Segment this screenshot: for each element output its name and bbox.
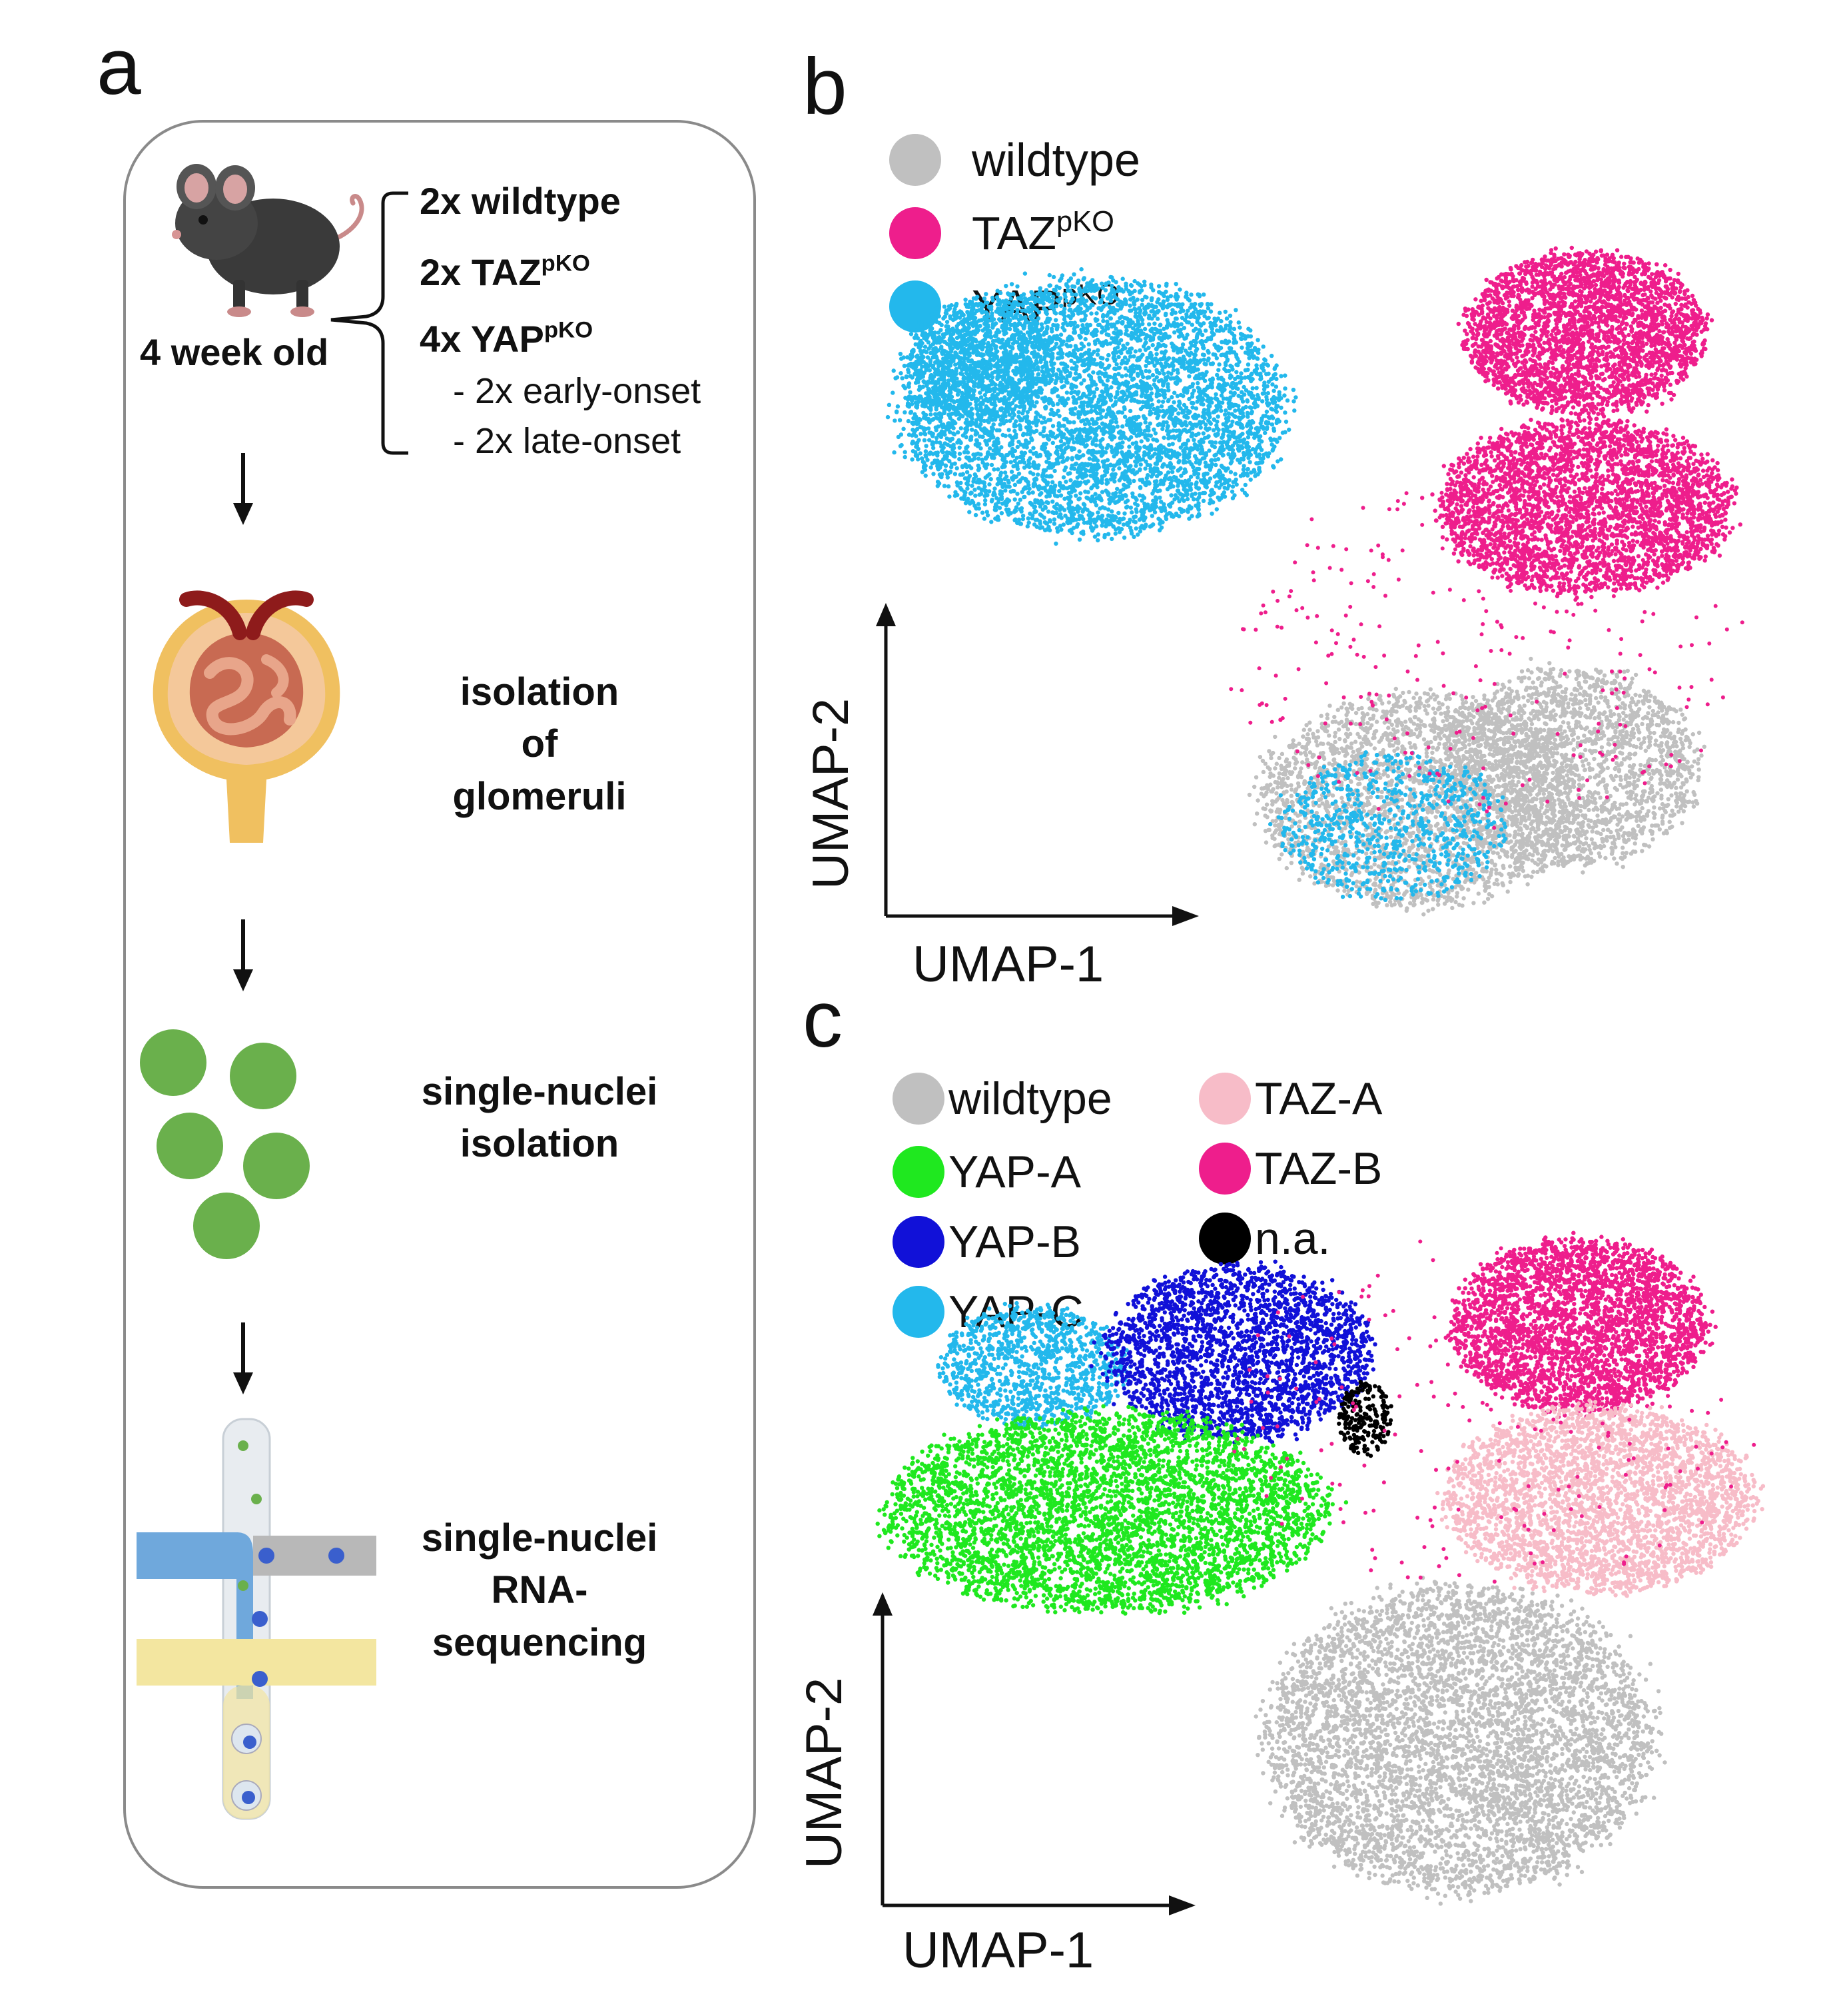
legend-c-swatch — [893, 1073, 944, 1125]
scatter-cluster — [1456, 245, 1714, 417]
y-axis-label-c: UMAP-2 — [796, 1678, 853, 1869]
arrow-1 — [233, 453, 253, 525]
microfluidic-icon — [137, 1418, 376, 1820]
scatter-cluster — [885, 267, 1298, 546]
scatter-cluster — [875, 1404, 1349, 1616]
legend-b-label: wildtype — [972, 133, 1140, 187]
legend-c-swatch — [1199, 1143, 1251, 1195]
umap-scatter-c — [875, 1231, 1766, 1906]
workflow-box — [123, 120, 756, 1889]
legend-c-label: wildtype — [948, 1073, 1112, 1125]
scatter-cluster — [898, 294, 1057, 426]
panel-letter-b: b — [803, 47, 847, 127]
y-axis-label-b: UMAP-2 — [803, 698, 859, 889]
legend-c-swatch — [893, 1286, 944, 1338]
glomerulus-icon — [153, 590, 340, 843]
panel-letter-a: a — [97, 27, 141, 107]
scatter-cluster — [1337, 1380, 1393, 1458]
axis-arrows-b — [876, 603, 1199, 926]
arrow-3 — [233, 1322, 253, 1394]
legend-c-swatch — [1199, 1073, 1251, 1125]
legend-c-label: TAZ-B — [1255, 1143, 1382, 1195]
step-isolation-of-glomeruli: isolation of glomeruli — [400, 666, 679, 823]
cohort-late-onset: - 2x late-onset — [453, 420, 681, 463]
scatter-cluster — [936, 1300, 1133, 1429]
x-axis-label-c: UMAP-1 — [903, 1925, 1094, 1976]
legend-c-swatch — [893, 1216, 944, 1268]
x-axis-label-b: UMAP-1 — [913, 939, 1104, 990]
umap-scatter-b — [885, 245, 1744, 917]
scatter-cluster — [1435, 656, 1706, 875]
legend-c-item: YAP-A — [893, 1146, 1081, 1198]
legend-c-label: YAP-A — [948, 1146, 1081, 1198]
cohort-brace — [330, 191, 408, 455]
axis-arrows-c — [873, 1592, 1196, 1915]
legend-c-swatch — [1199, 1213, 1251, 1264]
cohort-early-onset: - 2x early-onset — [453, 370, 701, 413]
legend-c-label: n.a. — [1255, 1213, 1330, 1264]
mouse-icon — [172, 164, 364, 317]
cohort-yap: 4x YAPpKO — [420, 316, 593, 361]
legend-c-item: wildtype — [893, 1073, 1112, 1125]
step-single-nuclei-rna-sequencing: single-nuclei RNA- sequencing — [393, 1512, 686, 1669]
legend-b-swatch — [889, 134, 941, 186]
legend-b-swatch — [889, 207, 941, 259]
legend-c-item: YAP-B — [893, 1216, 1081, 1268]
nuclei-icon — [140, 1029, 310, 1259]
scatter-cluster — [1268, 750, 1508, 902]
panel-letter-c: c — [803, 979, 843, 1059]
scatter-cluster — [1089, 1259, 1377, 1445]
scatter-cluster — [1443, 1231, 1718, 1419]
step-single-nuclei-isolation: single-nuclei isolation — [393, 1066, 686, 1171]
legend-b-item: wildtype — [889, 133, 1140, 187]
scatter-cluster — [1232, 1239, 1756, 1584]
cohort-wildtype: 2x wildtype — [420, 179, 621, 223]
arrow-2 — [233, 919, 253, 991]
legend-c-item: TAZ-B — [1199, 1143, 1382, 1195]
legend-c-item: TAZ-A — [1199, 1073, 1382, 1125]
scatter-cluster — [1435, 1398, 1766, 1598]
scatter-cluster — [1254, 1576, 1667, 1906]
mouse-age-label: 4 week old — [140, 330, 328, 374]
legend-c-swatch — [893, 1146, 944, 1198]
legend-b-label: TAZpKO — [972, 207, 1114, 260]
legend-c-label: YAP-B — [948, 1216, 1081, 1268]
legend-c-label: TAZ-A — [1255, 1073, 1382, 1125]
legend-b-item: TAZpKO — [889, 207, 1114, 260]
cohort-taz: 2x TAZpKO — [420, 250, 590, 294]
legend-b-swatch — [889, 280, 941, 332]
legend-c-item: n.a. — [1199, 1213, 1330, 1264]
scatter-cluster — [1420, 414, 1742, 600]
scatter-cluster — [1229, 468, 1744, 830]
